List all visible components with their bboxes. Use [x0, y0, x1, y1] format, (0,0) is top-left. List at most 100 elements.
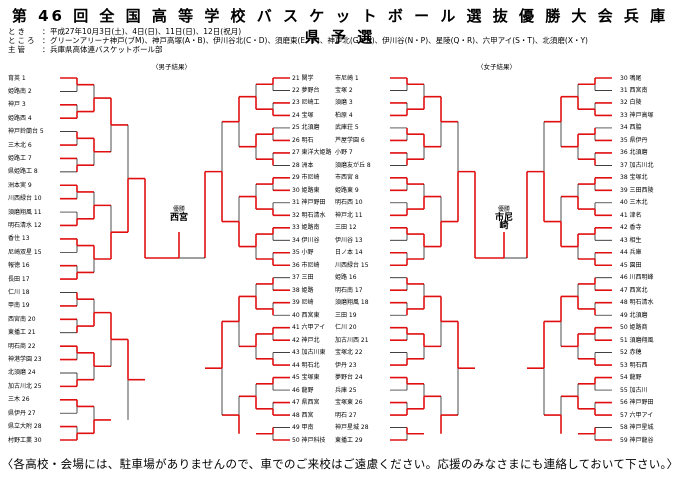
girls_right-team: 31 西宮南 — [620, 86, 648, 94]
girls_left-team: 明石 27 — [335, 411, 357, 419]
boys_left-team: 長田 17 — [8, 275, 30, 283]
girls_right-team: 43 相生 — [620, 236, 642, 244]
girls_left-team: 宝塚東 26 — [335, 399, 363, 407]
boys_left-team: 西宮南 20 — [8, 315, 36, 323]
girls_left-team: 三田 12 — [335, 224, 357, 232]
boys_left-team: 県伊丹 27 — [8, 409, 36, 417]
info-venue-key: ところ — [8, 36, 37, 45]
girls_right-team: 36 北須磨 — [620, 149, 648, 157]
girls_right-team: 40 三木北 — [620, 199, 648, 207]
girls_right-team: 47 西宮北 — [620, 286, 648, 294]
boys_left-team: 神港学園 23 — [8, 356, 42, 364]
girls_left-team: 須磨 3 — [335, 99, 353, 107]
girls_left-team: 小野 7 — [335, 149, 353, 157]
boys_right-team: 25 北須磨 — [292, 124, 320, 132]
girls_right-team: 44 兵庫 — [620, 249, 642, 257]
boys_right-team: 38 姫路 — [292, 286, 314, 294]
boys_right-team: 49 甲南 — [292, 424, 314, 432]
girls_right-team: 59 神戸龍谷 — [620, 436, 654, 444]
girls_left-team: 須磨翔風 18 — [335, 299, 369, 307]
boys_left-team: 三木北 6 — [8, 141, 32, 149]
boys_right-team: 42 神戸北 — [292, 336, 320, 344]
boys_left-team: 神戸 3 — [8, 101, 26, 109]
boys_left-team: 東播工 21 — [8, 329, 36, 337]
boys_left-team: 甲南 19 — [8, 302, 30, 310]
boys_left-team: 神戸鈴蘭台 5 — [8, 128, 44, 136]
girls_left-team: 姫路 16 — [335, 274, 357, 282]
boys_right-team: 29 市尼崎 — [292, 174, 320, 182]
boys_right-team: 31 神戸野田 — [292, 199, 326, 207]
boys_left-team: 川西緑台 10 — [8, 195, 42, 203]
boys_right-team: 46 龍野 — [292, 386, 314, 394]
girls_left-team: 加古川西 21 — [335, 336, 369, 344]
girls_right-team: 46 川西明峰 — [620, 274, 654, 282]
boys_right-team: 27 東洋大姫路 — [292, 149, 332, 157]
boys_right-team: 45 宝塚東 — [292, 374, 320, 382]
boys_left-team: 県姫路工 8 — [8, 168, 38, 176]
info-venue-value: グリーンアリーナ神戸(ブM)、神戸高塚(A・B)、伊川谷北(C・D)、須磨東(E… — [50, 36, 588, 45]
boys-champion: 西宮 — [169, 213, 188, 223]
info-date-key: とき — [8, 27, 27, 36]
girls_left-team: 市尼崎 1 — [335, 74, 359, 82]
girls_left-team: 柏原 4 — [335, 111, 353, 119]
girls_right-team: 34 西脇 — [620, 124, 642, 132]
boys_right-team: 50 神戸科技 — [292, 436, 326, 444]
girls_left-team: 宝塚北 22 — [335, 349, 363, 357]
girls_right-team: 37 加古川北 — [620, 161, 654, 169]
girls_right-team: 48 明石清水 — [620, 299, 654, 307]
girls_right-team: 39 三田西陵 — [620, 186, 654, 194]
boys_left-team: 尼崎双星 15 — [8, 248, 42, 256]
girls_left-team: 芦屋学園 6 — [335, 136, 365, 144]
girls_right-team: 51 須磨翔風 — [620, 336, 654, 344]
girls_right-team: 41 津名 — [620, 211, 642, 219]
girls_right-team: 45 園田 — [620, 261, 642, 269]
girls-champion-caption: 優勝 — [497, 206, 510, 213]
boys_left-team: 洲本実 9 — [8, 181, 32, 189]
boys_right-team: 30 姫路東 — [292, 186, 320, 194]
girls_right-team: 35 県伊丹 — [620, 136, 648, 144]
boys-champion-caption: 優勝 — [172, 206, 185, 213]
girls_right-team: 42 香寺 — [620, 224, 642, 232]
girls_left-team: 三田 19 — [335, 311, 357, 319]
boys_right-team: 44 明石北 — [292, 361, 320, 369]
boys_right-team: 33 姫路南 — [292, 224, 320, 232]
boys_right-team: 39 尼崎 — [292, 299, 314, 307]
boys_right-team: 24 宝塚 — [292, 111, 314, 119]
boys_right-team: 22 夢野台 — [292, 86, 320, 94]
boys_left-team: 仁川 18 — [8, 289, 30, 297]
boys_left-team: 明石商 22 — [8, 342, 36, 350]
girls_left-team: 日ノ本 14 — [335, 249, 363, 257]
info-venue: ところ：グリーンアリーナ神戸(ブM)、神戸高塚(A・B)、伊川谷北(C・D)、須… — [8, 36, 588, 45]
girls_right-team: 54 龍野 — [620, 374, 642, 382]
boys_right-team: 26 明石 — [292, 136, 314, 144]
boys_right-team: 32 明石清水 — [292, 211, 326, 219]
boys_left-team: 須磨翔風 11 — [8, 208, 42, 216]
boys_right-team: 23 尼崎工 — [292, 99, 320, 107]
girls-section-label: 〈女子結果〉 — [477, 63, 516, 71]
boys_left-team: 北須磨 24 — [8, 369, 36, 377]
girls_right-team: 55 加古川 — [620, 386, 648, 394]
boys_right-team: 47 県西宮 — [292, 399, 320, 407]
girls_left-team: 仁川 20 — [335, 324, 357, 332]
boys_right-team: 36 市尼崎 — [292, 261, 320, 269]
girls-champion-box: 優勝 市尼崎 — [491, 206, 517, 231]
girls_left-team: 夢野台 24 — [335, 374, 363, 382]
girls_left-team: 市西宮 8 — [335, 174, 359, 182]
girls_left-team: 明石西 10 — [335, 199, 363, 207]
info-organizer: 主管：兵庫県高体連バスケットボール部 — [8, 45, 163, 54]
boys_left-team: 三木 26 — [8, 396, 30, 404]
boys_right-team: 35 小野 — [292, 249, 314, 257]
boys_right-team: 48 西宮 — [292, 411, 314, 419]
boys_right-team: 43 加古川東 — [292, 349, 326, 357]
girls_left-team: 須磨友が丘 8 — [335, 161, 371, 169]
boys_left-team: 加古川北 25 — [8, 382, 42, 390]
girls_left-team: 神戸星城 28 — [335, 424, 369, 432]
girls_right-team: 32 白陵 — [620, 99, 642, 107]
girls_right-team: 58 神戸星城 — [620, 424, 654, 432]
boys_right-team: 41 六甲アイ — [292, 324, 326, 332]
boys-champion-box: 優勝 西宮 — [166, 206, 192, 223]
girls_left-team: 姫路東 9 — [335, 186, 359, 194]
boys_right-team: 40 西宮東 — [292, 311, 320, 319]
girls_left-team: 伊丹 23 — [335, 361, 357, 369]
